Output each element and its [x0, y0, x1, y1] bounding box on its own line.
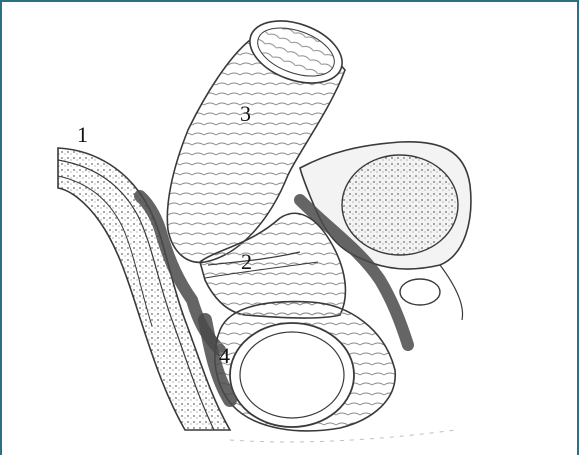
label-3: 3 — [240, 103, 251, 125]
base-shading-line — [230, 430, 455, 442]
label-2: 2 — [241, 251, 252, 273]
label-1: 1 — [77, 124, 88, 146]
lower-tube-structure — [205, 302, 395, 431]
label-4: 4 — [219, 345, 230, 367]
